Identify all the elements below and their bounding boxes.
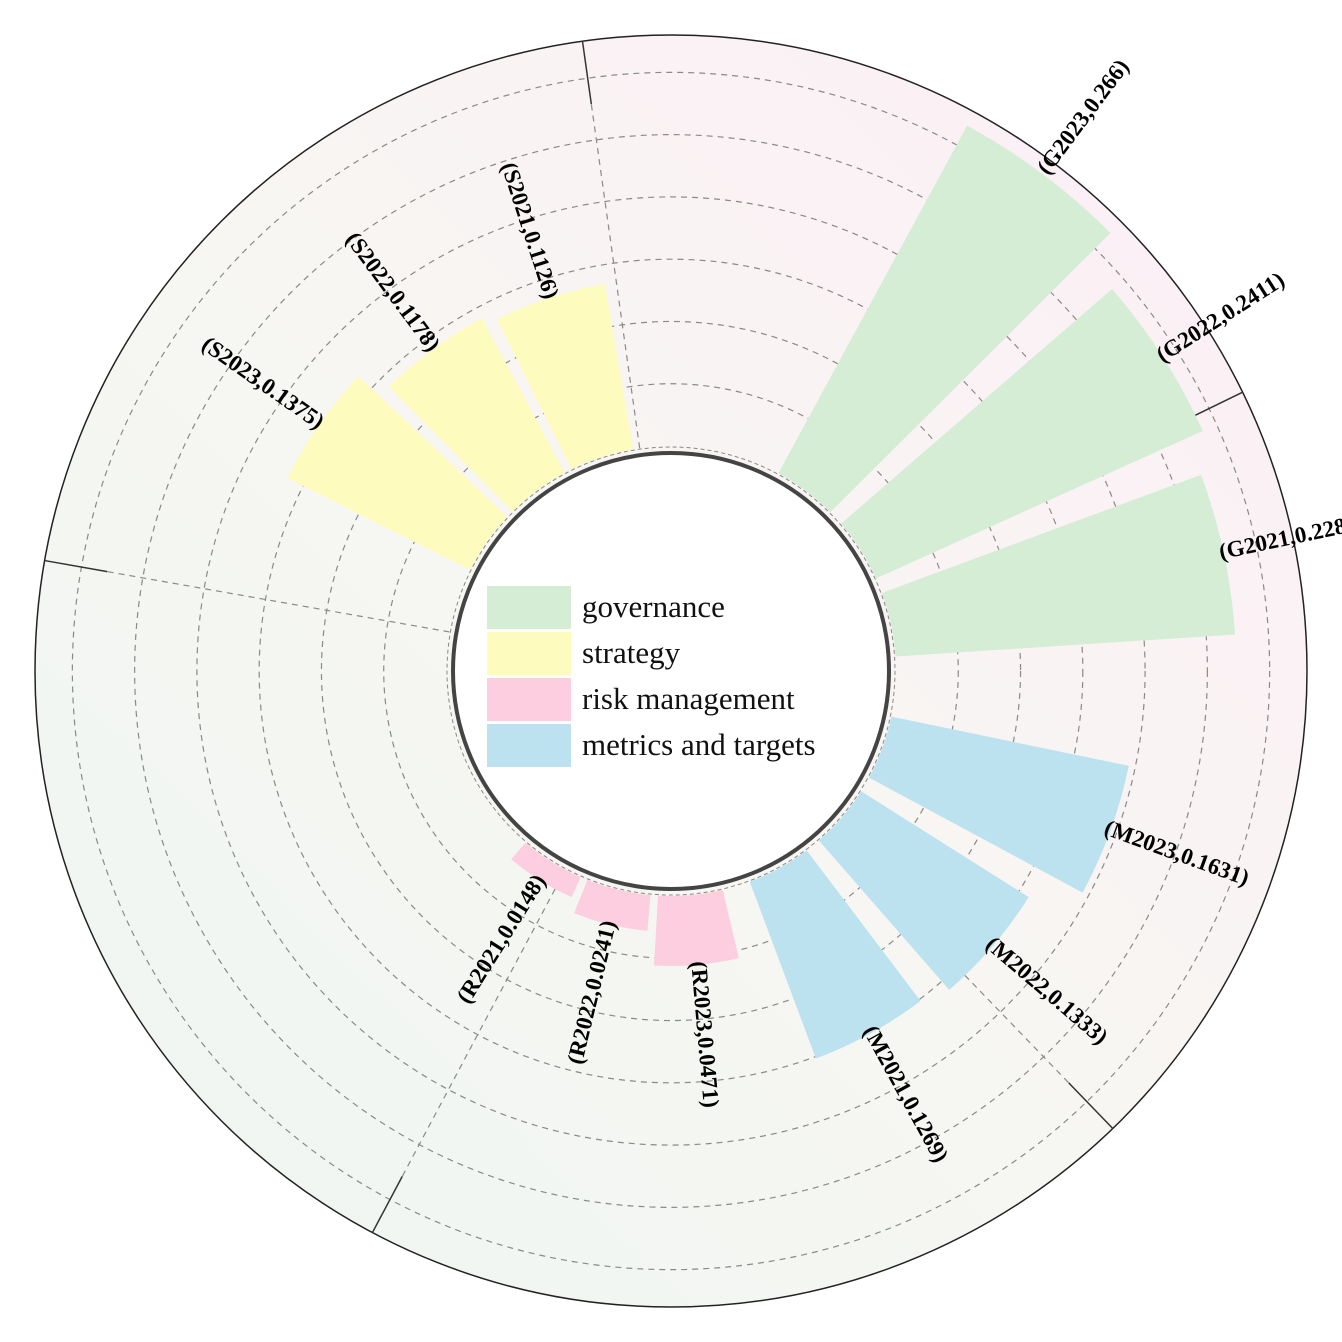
bar-strategy-S2023 bbox=[287, 376, 508, 570]
grid-circle bbox=[196, 196, 1146, 1146]
grid-circle bbox=[134, 134, 1208, 1208]
bar-governance-G2023 bbox=[778, 125, 1111, 513]
legend-swatch-risk-management bbox=[487, 678, 571, 721]
spoke-tick bbox=[371, 1176, 403, 1233]
legend-label-metrics-and-targets: metrics and targets bbox=[582, 727, 816, 762]
bar-risk-management-R2022 bbox=[574, 879, 651, 931]
bar-strategy-S2022 bbox=[389, 318, 565, 512]
legend: governance strategy risk management metrics… bbox=[487, 586, 816, 767]
radial-grid bbox=[71, 71, 1271, 1271]
bar-governance-G2021 bbox=[882, 474, 1236, 657]
bar-label-G2023: (G2023,0.266) bbox=[1032, 55, 1134, 179]
spoke bbox=[590, 104, 641, 449]
bar-metrics-and-targets-M2023 bbox=[869, 716, 1129, 893]
legend-swatch-strategy bbox=[487, 632, 571, 675]
legend-label-governance: governance bbox=[582, 589, 725, 624]
bar-strategy-S2021 bbox=[497, 284, 634, 470]
spoke bbox=[107, 571, 450, 633]
bar-metrics-and-targets-M2021 bbox=[749, 850, 921, 1059]
bar-metrics-and-targets-M2022 bbox=[818, 791, 1029, 990]
legend-swatch-governance bbox=[487, 586, 571, 629]
grid-circle bbox=[258, 258, 1084, 1084]
spoke-tick bbox=[1068, 1082, 1114, 1130]
spoke bbox=[401, 869, 566, 1177]
grid-circle bbox=[320, 320, 1022, 1022]
grid-circle bbox=[71, 71, 1271, 1271]
bar-governance-G2022 bbox=[841, 288, 1203, 579]
bar-risk-management-R2023 bbox=[654, 889, 739, 967]
legend-swatch-metrics-and-targets bbox=[487, 724, 571, 767]
inner-hole-rim bbox=[446, 446, 896, 896]
spoke-tick bbox=[44, 559, 108, 573]
inner-hole bbox=[451, 451, 891, 891]
bars-layer bbox=[287, 125, 1236, 1059]
spoke-tick bbox=[581, 41, 593, 105]
legend-label-risk-management: risk management bbox=[582, 681, 795, 716]
legend-label-strategy: strategy bbox=[582, 635, 681, 670]
bar-risk-management-R2021 bbox=[511, 842, 581, 898]
